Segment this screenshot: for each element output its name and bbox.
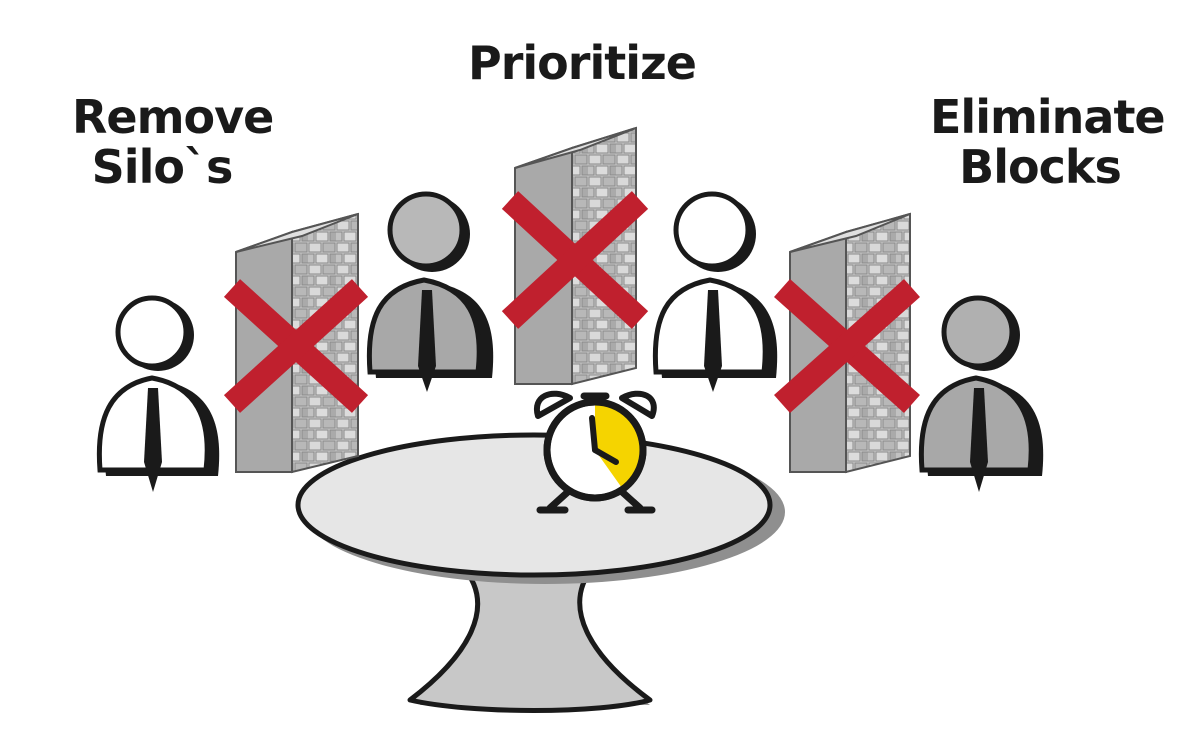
person-with-tie-icon: [96, 295, 220, 492]
label-prioritize-text: Prioritize: [468, 36, 697, 90]
cross-mark-icon: [501, 191, 649, 329]
wall-left: [235, 212, 359, 474]
cross-mark-icon: [774, 279, 920, 413]
label-remove-line2: Silo`s: [91, 140, 234, 194]
label-eliminate-line2: Blocks: [959, 140, 1122, 194]
person-with-tie-icon: [918, 295, 1044, 492]
label-remove-silos: Remove Silo`s: [72, 90, 274, 194]
cross-mark-icon: [223, 279, 369, 413]
person-with-tie-icon: [366, 191, 494, 392]
label-remove-line1: Remove: [72, 90, 274, 144]
alarm-clock-icon: [533, 390, 657, 514]
person-with-tie-icon: [652, 191, 778, 392]
label-prioritize: Prioritize: [468, 36, 697, 90]
round-table-icon: [295, 432, 785, 713]
label-eliminate-line1: Eliminate: [930, 90, 1166, 144]
label-eliminate-blocks: Eliminate Blocks: [930, 90, 1166, 194]
